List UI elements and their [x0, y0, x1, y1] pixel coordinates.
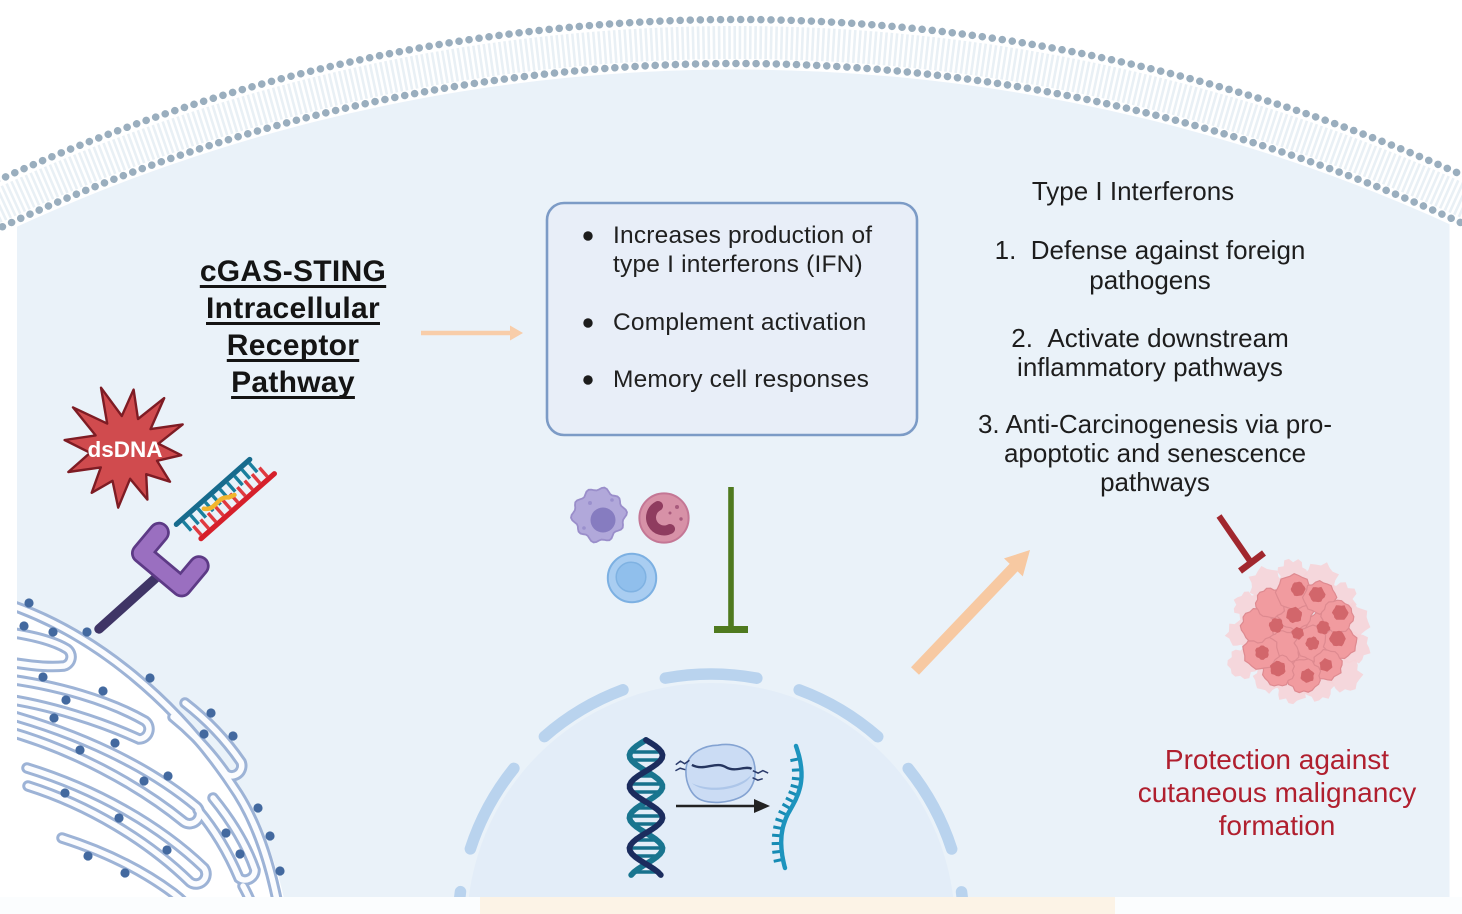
svg-text:dsDNA: dsDNA: [87, 437, 162, 462]
